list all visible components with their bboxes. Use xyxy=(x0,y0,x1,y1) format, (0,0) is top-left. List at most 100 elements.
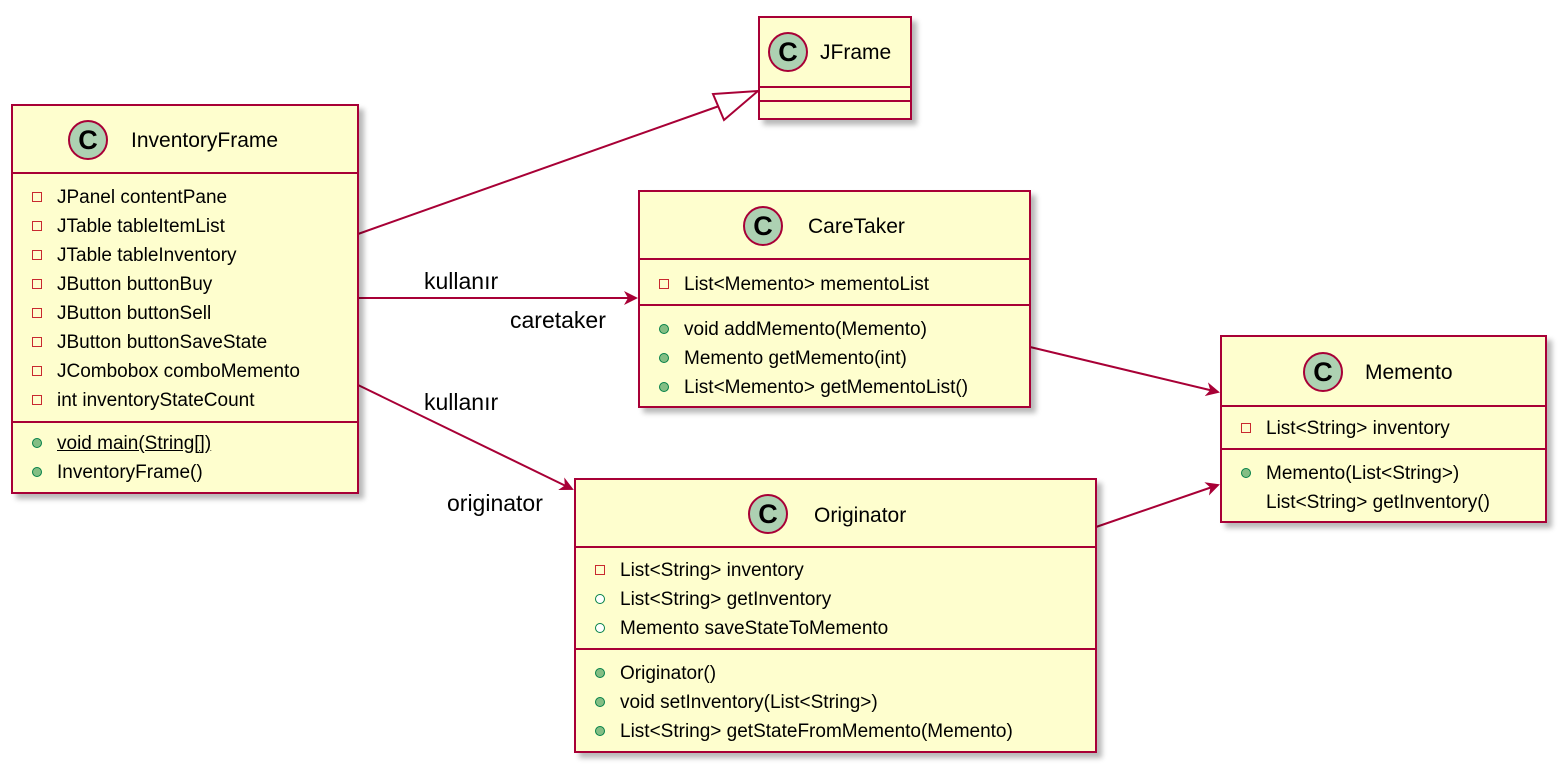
methods-section xyxy=(760,102,910,116)
method-row: Memento(List<String>) xyxy=(1222,459,1545,488)
class-jframe[interactable]: C JFrame xyxy=(758,16,912,120)
attribute-text: int inventoryStateCount xyxy=(57,390,255,411)
attribute-row: JTable tableInventory xyxy=(13,241,357,270)
private-visibility-icon xyxy=(32,308,42,318)
attribute-text: JButton buttonSaveState xyxy=(57,332,268,353)
attributes-section xyxy=(760,88,910,102)
method-text: List<String> getStateFromMemento(Memento… xyxy=(620,721,1013,742)
methods-section: void addMemento(Memento) Memento getMemen… xyxy=(640,306,1029,408)
attribute-text: JTable tableInventory xyxy=(57,245,237,266)
attribute-text: List<String> getInventory xyxy=(620,589,832,610)
private-visibility-icon xyxy=(32,337,42,347)
method-row: Memento getMemento(int) xyxy=(640,344,1029,373)
inheritance-line xyxy=(357,104,723,235)
method-text: InventoryFrame() xyxy=(57,462,203,483)
public-visibility-icon xyxy=(595,697,605,707)
role-label-caretaker: caretaker xyxy=(510,307,606,333)
public-visibility-icon xyxy=(659,382,669,392)
attribute-text: List<Memento> mementoList xyxy=(684,274,930,295)
method-row: InventoryFrame() xyxy=(13,458,357,487)
attribute-row: int inventoryStateCount xyxy=(13,386,357,415)
attribute-text: List<String> inventory xyxy=(1266,418,1450,439)
class-name: Originator xyxy=(814,504,907,527)
attribute-text: List<String> inventory xyxy=(620,560,804,581)
methods-section: void main(String[]) InventoryFrame() xyxy=(13,423,357,493)
protected-visibility-icon xyxy=(595,594,605,604)
public-visibility-icon xyxy=(659,353,669,363)
class-caretaker[interactable]: C CareTaker List<Memento> mementoList vo… xyxy=(638,190,1031,408)
method-text: void addMemento(Memento) xyxy=(684,319,927,340)
method-text: List<Memento> getMementoList() xyxy=(684,377,969,398)
attribute-row: List<String> inventory xyxy=(1222,414,1545,443)
private-visibility-icon xyxy=(32,395,42,405)
private-visibility-icon xyxy=(32,250,42,260)
private-visibility-icon xyxy=(32,221,42,231)
attribute-text: JPanel contentPane xyxy=(57,187,228,208)
method-text: Memento getMemento(int) xyxy=(684,348,907,369)
attribute-row: List<String> inventory xyxy=(576,556,1095,585)
attribute-text: JButton buttonSell xyxy=(57,303,212,324)
private-visibility-icon xyxy=(32,192,42,202)
protected-visibility-icon xyxy=(595,623,605,633)
private-visibility-icon xyxy=(32,366,42,376)
class-icon: C xyxy=(68,120,108,160)
class-icon: C xyxy=(1303,352,1343,392)
class-name: InventoryFrame xyxy=(131,129,279,152)
method-text: void setInventory(List<String>) xyxy=(620,692,878,713)
attribute-row: JTable tableItemList xyxy=(13,212,357,241)
private-visibility-icon xyxy=(1241,423,1251,433)
public-visibility-icon xyxy=(659,324,669,334)
attribute-text: JTable tableItemList xyxy=(57,216,225,237)
caretaker-memento-line xyxy=(1029,346,1220,397)
attribute-row: List<Memento> mementoList xyxy=(640,270,1029,299)
method-row: void addMemento(Memento) xyxy=(640,315,1029,344)
attribute-row: JButton buttonBuy xyxy=(13,270,357,299)
attribute-row: JCombobox comboMemento xyxy=(13,357,357,386)
association-originator-line xyxy=(357,384,574,491)
attribute-row: Memento saveStateToMemento xyxy=(576,614,1095,643)
attributes-section: List<Memento> mementoList xyxy=(640,260,1029,306)
class-memento[interactable]: C Memento List<String> inventory Memento… xyxy=(1220,335,1547,523)
public-visibility-icon xyxy=(1241,468,1251,478)
methods-section: Memento(List<String>) List<String> getInv… xyxy=(1222,450,1545,523)
public-visibility-icon xyxy=(32,438,42,448)
class-name: JFrame xyxy=(820,41,892,64)
public-visibility-icon xyxy=(32,467,42,477)
private-visibility-icon xyxy=(32,279,42,289)
attribute-row: JButton buttonSaveState xyxy=(13,328,357,357)
attribute-row: List<String> getInventory xyxy=(576,585,1095,614)
attributes-section: List<String> inventory xyxy=(1222,407,1545,450)
attribute-text: JButton buttonBuy xyxy=(57,274,213,295)
method-row: List<String> getStateFromMemento(Memento… xyxy=(576,717,1095,746)
private-visibility-icon xyxy=(595,565,605,575)
public-visibility-icon xyxy=(595,668,605,678)
class-icon: C xyxy=(743,206,783,246)
method-text: List<String> getInventory() xyxy=(1266,492,1490,513)
method-row: void setInventory(List<String>) xyxy=(576,688,1095,717)
method-row: void main(String[]) xyxy=(13,429,357,458)
class-icon: C xyxy=(768,32,808,72)
inheritance-arrowhead xyxy=(711,89,761,122)
methods-section: Originator() void setInventory(List<Strin… xyxy=(576,650,1095,752)
attribute-text: Memento saveStateToMemento xyxy=(620,618,889,639)
class-icon: C xyxy=(748,494,788,534)
method-text: Originator() xyxy=(620,663,717,684)
role-label-originator: originator xyxy=(447,490,543,516)
method-row: List<Memento> getMementoList() xyxy=(640,373,1029,402)
class-name: CareTaker xyxy=(808,215,905,238)
originator-memento-line xyxy=(1095,482,1220,528)
class-name: Memento xyxy=(1365,361,1453,384)
association-label-originator: kullanır xyxy=(424,389,499,415)
attribute-row: JButton buttonSell xyxy=(13,299,357,328)
association-label-caretaker: kullanır xyxy=(424,268,499,294)
method-row: Originator() xyxy=(576,659,1095,688)
attribute-text: JCombobox comboMemento xyxy=(57,361,300,382)
method-text: Memento(List<String>) xyxy=(1266,463,1460,484)
attribute-row: JPanel contentPane xyxy=(13,183,357,212)
method-text: void main(String[]) xyxy=(57,433,212,454)
